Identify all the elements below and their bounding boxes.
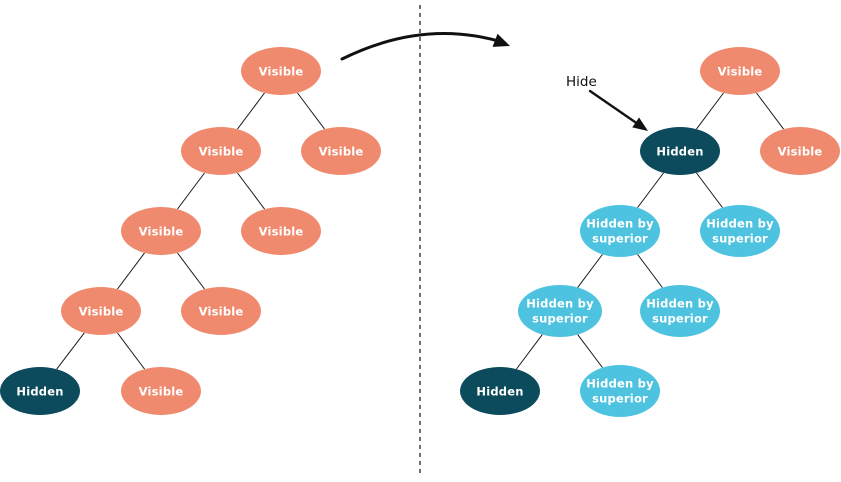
node-ellipse (760, 127, 840, 175)
node-ellipse (181, 287, 261, 335)
node-ellipse (301, 127, 381, 175)
tree-edge (117, 252, 145, 290)
tree-edge (577, 334, 603, 368)
node-ellipse (580, 205, 660, 257)
tree-node-visible[interactable]: Visible (181, 127, 261, 175)
tree-edge (516, 334, 543, 370)
node-ellipse (61, 287, 141, 335)
after-tree-edges (516, 92, 784, 370)
tree-edge (756, 92, 784, 130)
tree-node-visible[interactable]: Visible (301, 127, 381, 175)
node-ellipse (518, 285, 602, 337)
node-ellipse (700, 205, 780, 257)
hide-callout-arrow-head (632, 117, 648, 131)
tree-node-visible[interactable]: Visible (241, 47, 321, 95)
transition-arrow (340, 32, 510, 61)
tree-node-hidden[interactable]: Hidden (640, 127, 720, 175)
node-ellipse (181, 127, 261, 175)
node-ellipse (640, 127, 720, 175)
tree-node-hidden[interactable]: Hidden (0, 367, 80, 415)
hide-callout-label: Hide (566, 74, 597, 90)
tree-node-visible[interactable]: Visible (61, 287, 141, 335)
tree-node-visible[interactable]: Visible (121, 207, 201, 255)
hide-callout-arrow-shaft (588, 89, 640, 126)
transition-arrow-head (492, 33, 510, 47)
node-ellipse (121, 367, 201, 415)
tree-edge (177, 252, 205, 290)
tree-edge (237, 172, 265, 210)
tree-edge (637, 172, 664, 208)
tree-edge (696, 92, 724, 130)
tree-edge (577, 254, 603, 288)
tree-node-visible[interactable]: Visible (700, 47, 780, 95)
node-ellipse (241, 47, 321, 95)
tree-edge (177, 172, 205, 210)
tree-edge (696, 172, 723, 208)
tree-edge (297, 92, 325, 130)
node-ellipse (640, 285, 720, 337)
tree-node-visible[interactable]: Visible (181, 287, 261, 335)
tree-node-visible[interactable]: Visible (241, 207, 321, 255)
tree-edge (117, 332, 145, 370)
node-ellipse (580, 365, 660, 417)
transition-arrow-curve (340, 32, 507, 61)
node-ellipse (0, 367, 80, 415)
node-ellipse (121, 207, 201, 255)
tree-node-visible[interactable]: Visible (121, 367, 201, 415)
tree-edge (637, 254, 663, 288)
tree-node-hidden[interactable]: Hidden (460, 367, 540, 415)
tree-edge (237, 92, 265, 130)
node-ellipse (460, 367, 540, 415)
tree-node-visible[interactable]: Visible (760, 127, 840, 175)
before-tree-edges (56, 92, 325, 370)
hide-callout: Hide (566, 74, 648, 131)
node-ellipse (241, 207, 321, 255)
tree-edge (56, 332, 85, 370)
node-ellipse (700, 47, 780, 95)
